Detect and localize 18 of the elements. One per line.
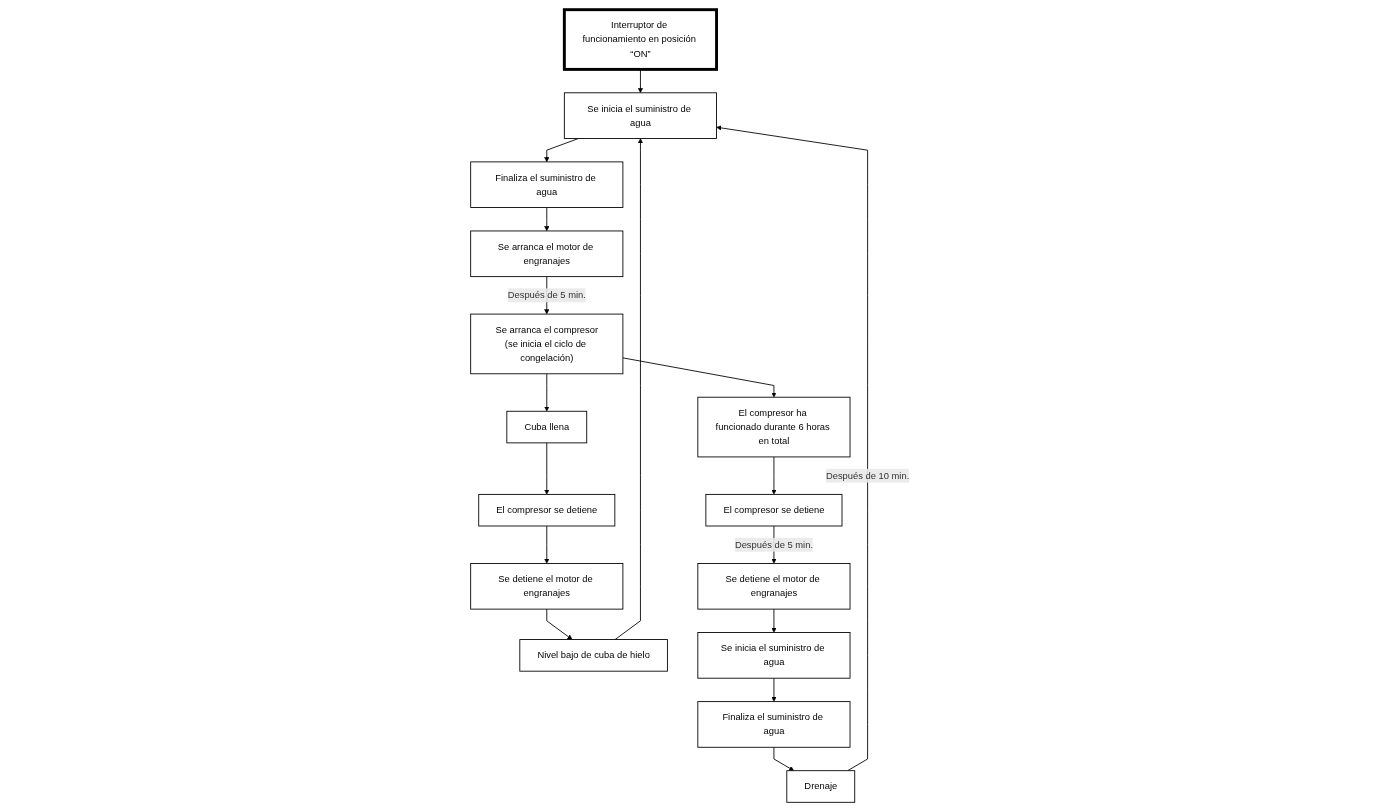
node-box: El compresor se detiene <box>705 493 843 527</box>
node-box: Se inicia el suministro de agua <box>697 632 851 679</box>
edge-label: Después de 10 min. <box>825 470 910 481</box>
node-box: Interruptor de funcionamiento en posición “ON” <box>562 8 719 71</box>
node-box: Drenaje <box>786 770 856 803</box>
node-box: Cuba llena <box>506 410 588 444</box>
edge-label: Después de 5 min. <box>507 290 586 301</box>
node-box: Se arranca el motor de engranajes <box>470 230 624 278</box>
node-box: Finaliza el suministro de agua <box>697 701 851 748</box>
node-box: Se detiene el motor de engranajes <box>470 563 624 610</box>
node-box: Finaliza el suministro de agua <box>470 161 624 208</box>
node-box: El compresor ha funcionado durante 6 horas en total <box>697 396 851 458</box>
edge-label: Después de 5 min. <box>734 539 814 550</box>
node-box: Se arranca el compresor (se inicia el ciclo de congelación) <box>470 313 624 375</box>
node-box: El compresor se detiene <box>478 493 616 527</box>
node-box: Se detiene el motor de engranajes <box>697 563 851 610</box>
node-box: Nivel bajo de cuba de hielo <box>519 639 668 672</box>
node-box: Se inicia el suministro de agua <box>563 92 718 139</box>
